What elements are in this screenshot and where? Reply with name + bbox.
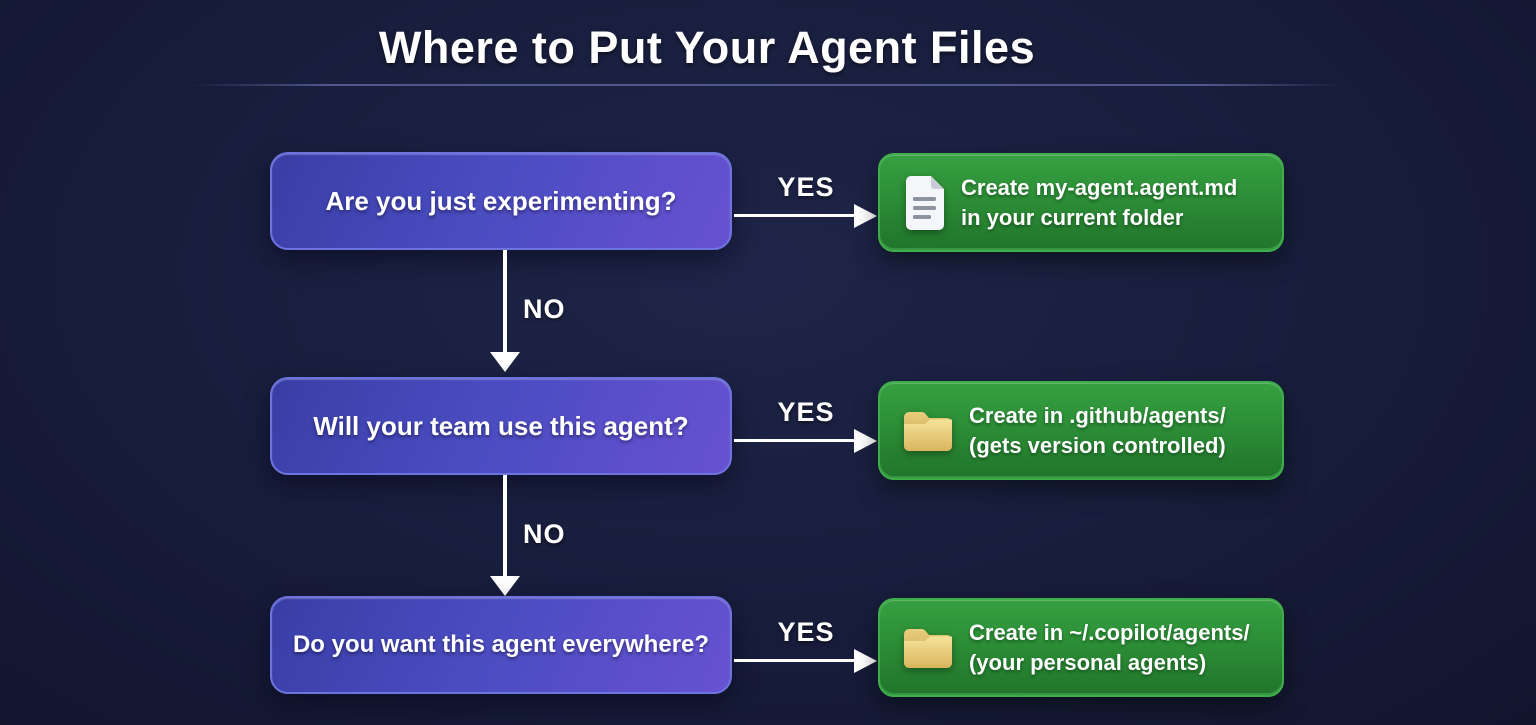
question-box-experimenting: Are you just experimenting? — [270, 152, 732, 250]
result-box-current-folder: Create my-agent.agent.md in your current… — [878, 153, 1284, 252]
result-text: Create in ~/.copilot/agents/ (your perso… — [969, 618, 1250, 678]
arrow-right-icon — [734, 649, 878, 673]
title-divider — [190, 84, 1346, 86]
result-text: Create in .github/agents/ (gets version … — [969, 401, 1226, 461]
document-icon — [902, 175, 946, 231]
question-text: Will your team use this agent? — [313, 410, 689, 441]
result-text: Create my-agent.agent.md in your current… — [961, 173, 1237, 233]
yes-arrow-row2: YES — [734, 397, 878, 453]
result-line1: Create in .github/agents/ — [969, 402, 1226, 428]
arrow-down-icon — [490, 352, 520, 372]
yes-label: YES — [777, 172, 835, 202]
yes-label: YES — [777, 397, 835, 427]
arrow-down-icon — [490, 576, 520, 596]
question-text: Do you want this agent everywhere? — [292, 631, 710, 658]
result-line2: in your current folder — [961, 204, 1184, 230]
no-arrow-row2: NO — [490, 475, 610, 596]
folder-icon — [902, 626, 954, 670]
yes-arrow-row1: YES — [734, 172, 878, 228]
question-box-agent-everywhere: Do you want this agent everywhere? — [270, 596, 732, 694]
result-line2: (your personal agents) — [969, 649, 1207, 675]
result-line1: Create my-agent.agent.md — [961, 174, 1238, 200]
result-line2: (gets version controlled) — [969, 432, 1226, 458]
yes-arrow-row3: YES — [734, 617, 878, 673]
folder-icon — [902, 409, 954, 453]
result-box-copilot-agents: Create in ~/.copilot/agents/ (your perso… — [878, 598, 1284, 697]
no-arrow-row1: NO — [490, 250, 610, 372]
page-title: Where to Put Your Agent Files — [378, 22, 1036, 73]
question-box-team-use: Will your team use this agent? — [270, 377, 732, 475]
arrow-right-icon — [734, 204, 878, 228]
result-line1: Create in ~/.copilot/agents/ — [969, 619, 1250, 645]
result-box-github-agents: Create in .github/agents/ (gets version … — [878, 381, 1284, 480]
question-text: Are you just experimenting? — [325, 185, 677, 216]
yes-label: YES — [777, 617, 835, 647]
no-label: NO — [523, 519, 566, 549]
no-label: NO — [523, 294, 566, 324]
arrow-right-icon — [734, 429, 878, 453]
